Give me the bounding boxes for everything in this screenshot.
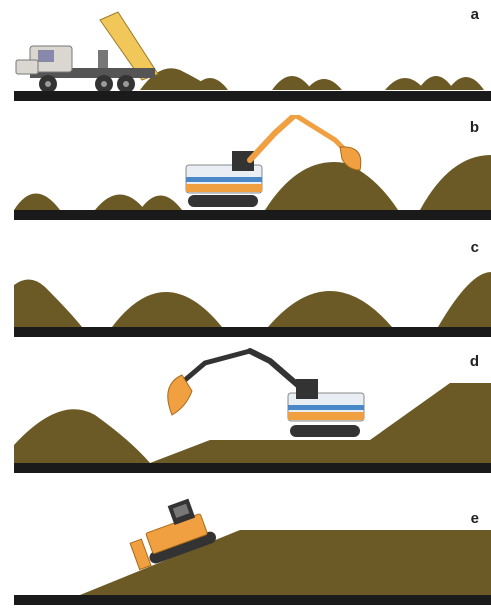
panel-a: a <box>0 0 491 115</box>
soil-pile <box>448 77 484 90</box>
ground-line <box>14 463 491 473</box>
ground-line <box>14 327 491 337</box>
soil-pile <box>438 272 491 327</box>
dump-truck <box>16 12 158 93</box>
soil-pile <box>14 409 150 463</box>
soil-pile <box>306 79 342 90</box>
soil-pile <box>265 162 398 210</box>
soil-pile <box>112 292 222 327</box>
soil-pile <box>418 76 454 90</box>
panel-b-illustration <box>0 115 491 227</box>
panel-a-illustration <box>0 0 491 115</box>
excavator-track <box>188 195 258 207</box>
excavator-boom <box>250 115 295 160</box>
excavator <box>168 351 364 437</box>
panel-label-e: e <box>471 510 479 527</box>
panel-d: d <box>0 345 491 480</box>
soil-pile <box>385 78 425 90</box>
panel-e-illustration <box>0 480 491 611</box>
soil-pile <box>420 155 491 210</box>
panel-e: e <box>0 480 491 611</box>
panel-d-illustration <box>0 345 491 480</box>
panel-b: b <box>0 115 491 227</box>
panel-label-d: d <box>470 353 479 370</box>
soil-pile <box>272 76 312 90</box>
soil-pile <box>95 195 145 211</box>
soil-pile <box>268 291 392 327</box>
soil-pile <box>14 194 60 211</box>
bulldozer-blade <box>130 539 151 569</box>
soil-pile <box>140 196 182 211</box>
soil-pile <box>14 279 82 327</box>
panel-c-illustration <box>0 227 491 345</box>
ground-line <box>14 595 491 605</box>
ground-line <box>14 91 491 101</box>
panel-label-b: b <box>470 119 479 136</box>
panel-c: c <box>0 227 491 345</box>
excavator-arm <box>185 351 250 380</box>
excavator-bucket <box>168 375 192 415</box>
excavator-boom <box>250 351 300 387</box>
panel-label-a: a <box>471 6 479 23</box>
excavator-track <box>290 425 360 437</box>
ground-line <box>14 210 491 220</box>
panel-label-c: c <box>471 239 479 256</box>
